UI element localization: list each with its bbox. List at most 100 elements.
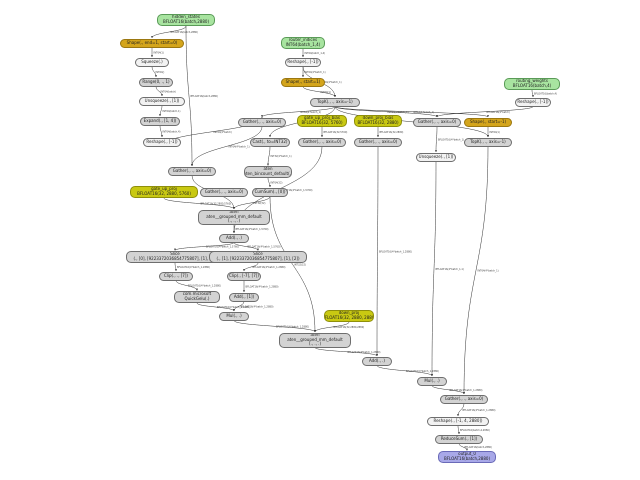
- node-label-line: Reshape(., [-1, 4, 2880]): [433, 417, 483, 423]
- node-gather-e: Gather(., ., axis=0): [354, 137, 402, 147]
- node-label-line: BFLOAT16(32, 2880, 2880): [324, 315, 374, 320]
- node-range: Range(0, ., 1): [139, 77, 173, 87]
- edge-topk-b-to-gather-g: [463, 146, 489, 395]
- node-squeeze: Squeeze(.): [135, 57, 169, 67]
- node-unsqueeze1: Unsqueeze(., [1]): [139, 96, 185, 106]
- edge-slice1-to-clip1: [174, 262, 177, 272]
- edge-label: BFLOAT16(batch,4,2880): [460, 429, 490, 432]
- edge-squeeze-to-range: [151, 66, 157, 78]
- edge-label: INT32(32): [294, 263, 306, 266]
- node-slice2: Slice(., [1], [9223372036854775807], [1]…: [209, 251, 307, 263]
- node-label-line: Expand(., [1, 4]): [143, 117, 177, 123]
- edge-label: INT64(4*batch_1): [388, 111, 409, 114]
- edge-label: INT64(4*batch_1): [478, 269, 499, 272]
- edge-mul1-to-grouped-mm2: [233, 320, 316, 333]
- node-label-line: down_proj_bias: [362, 115, 394, 121]
- edge-label: BFLOAT16(4*batch_1,5760): [236, 228, 269, 231]
- edge-label: INT64(): [156, 71, 165, 74]
- node-label-line: Unsqueeze(., [1]): [144, 97, 180, 103]
- node-label-line: CumSum(., [0]): [254, 188, 286, 194]
- node-mul2: Mul(., .): [417, 376, 447, 386]
- node-label-line: Gather(., ., axis=0): [417, 118, 457, 124]
- node-label-line: (., ., .): [227, 218, 241, 224]
- edge-add3-to-mul2: [376, 365, 433, 377]
- node-label-line: Add(., .): [369, 357, 385, 363]
- edge-topk-a-to-topk-b: [334, 106, 489, 138]
- node-label-line: Slice: [253, 251, 263, 257]
- edge-clip1-to-quickgelu: [175, 280, 198, 291]
- node-label-line: BFLOAT16(batch,2880): [443, 456, 491, 461]
- edge-label: BFLOAT16(batch,2880): [171, 31, 199, 34]
- edge-label: BFLOAT16(4*batch_1,2880): [450, 389, 483, 392]
- node-label-line: Clip(., ., [7]): [164, 272, 188, 278]
- node-label-line: Reshape(., [-1]): [146, 138, 178, 144]
- node-shape-end: Shape(., end=1, start=0): [120, 38, 184, 48]
- node-reducesum: ReduceSum(., [1]): [435, 434, 483, 444]
- edge-label: INT64(4*batch_1): [413, 111, 434, 114]
- node-label-line: aten: [263, 166, 273, 172]
- edge-label: BFLOAT16(4*batch_1,2880): [348, 351, 381, 354]
- node-gather-a: Gather(., ., axis=0): [168, 166, 216, 176]
- edge-quickgelu-to-mul1: [196, 302, 235, 312]
- edge-label: BFLOAT16(4*batch_1,5760): [248, 246, 281, 249]
- node-label-line: gate_up_proj: [151, 186, 177, 192]
- edge-label: INT64(4*batch_1): [305, 71, 326, 74]
- edge-label: BFLOAT16(4*batch_1,1): [436, 268, 464, 271]
- edge-label: BFLOAT16(4*batch_1,2880): [406, 370, 439, 373]
- edge-label: INT64(32): [271, 182, 283, 185]
- node-label-line: Gather(., ., axis=0): [358, 138, 398, 144]
- node-mul1: Mul(., .): [219, 311, 249, 321]
- node-label-line: Gather(., ., axis=0): [242, 118, 282, 124]
- edge-label: INT64(batch,1): [163, 110, 181, 113]
- edge-topk-a-to-shape-start2: [334, 106, 489, 118]
- edge-reducesum-to-output-0: [458, 443, 468, 451]
- edge-gather-b-to-gather-a: [191, 126, 263, 167]
- node-label-line: (., [1], [9223372036854775807], [1], [2]…: [216, 256, 300, 261]
- node-clip1: Clip(., ., [7]): [159, 271, 193, 281]
- node-topk-b: TopK(., ., axis=-1): [464, 137, 512, 147]
- node-add1: Add(., .): [219, 233, 249, 243]
- node-label-line: Add(., [1]): [233, 293, 255, 299]
- node-cast: Cast(., to=INT32): [250, 137, 290, 147]
- node-label-line: BFLOAT16(32, 5760): [301, 120, 343, 125]
- edge-label: BFLOAT16(4*batch_1,5760): [206, 246, 239, 249]
- edge-label: INT64(4*batch_1): [229, 145, 250, 148]
- edge-gather-e-to-add3: [376, 146, 379, 357]
- node-add3: Add(., .): [362, 356, 392, 366]
- edge-shape-start-to-topk-a: [302, 86, 336, 98]
- edge-range-to-unsqueeze1: [155, 86, 163, 97]
- node-label-line: com.microsoft: [182, 291, 212, 297]
- edge-label: INT64(batch): [161, 90, 177, 93]
- node-unsqueeze2: Unsqueeze(., [1]): [416, 152, 456, 162]
- node-label-line: output_0: [458, 451, 476, 457]
- edge-layer: BFLOAT16(batch,2880)BFLOAT16(batch,2880)…: [151, 25, 557, 451]
- edge-label: INT64(batch_1,4): [305, 52, 326, 55]
- edge-label: INT32(4*batch_1): [271, 155, 292, 158]
- edge-expand-to-reshape-m1: [159, 125, 163, 138]
- node-shape-start: Shape(., start=1): [281, 77, 325, 87]
- node-label-line: aten__grouped_mm_default: [206, 213, 262, 219]
- edge-down-proj-to-grouped-mm2: [314, 321, 350, 333]
- node-label-line: Add(., .): [226, 234, 242, 240]
- node-label-line: Shape(., start=-1): [469, 118, 507, 124]
- edge-cumsum-to-grouped-mm2: [269, 196, 316, 333]
- node-gather-b: Gather(., ., axis=0): [238, 117, 286, 127]
- edge-add1-to-slice1: [174, 242, 235, 251]
- node-gather-c: Gather(., ., axis=0): [413, 117, 461, 127]
- node-label-line: hidden_states: [172, 14, 200, 20]
- node-reshape-m1: Reshape(., [-1]): [143, 137, 181, 147]
- edge-unsqueeze2-to-mul2: [431, 161, 437, 377]
- edge-mul2-to-gather-g: [431, 385, 465, 395]
- edge-routing-weights-to-reshape-rw: [531, 89, 534, 98]
- edge-label: BFLOAT16(4*batch_1,5760): [280, 189, 313, 192]
- node-label-line: Unsqueeze(., [1]): [418, 153, 454, 159]
- node-label-line: Gather(., ., axis=0): [204, 188, 244, 194]
- node-label-line: BFLOAT16(32, 2880): [357, 120, 399, 125]
